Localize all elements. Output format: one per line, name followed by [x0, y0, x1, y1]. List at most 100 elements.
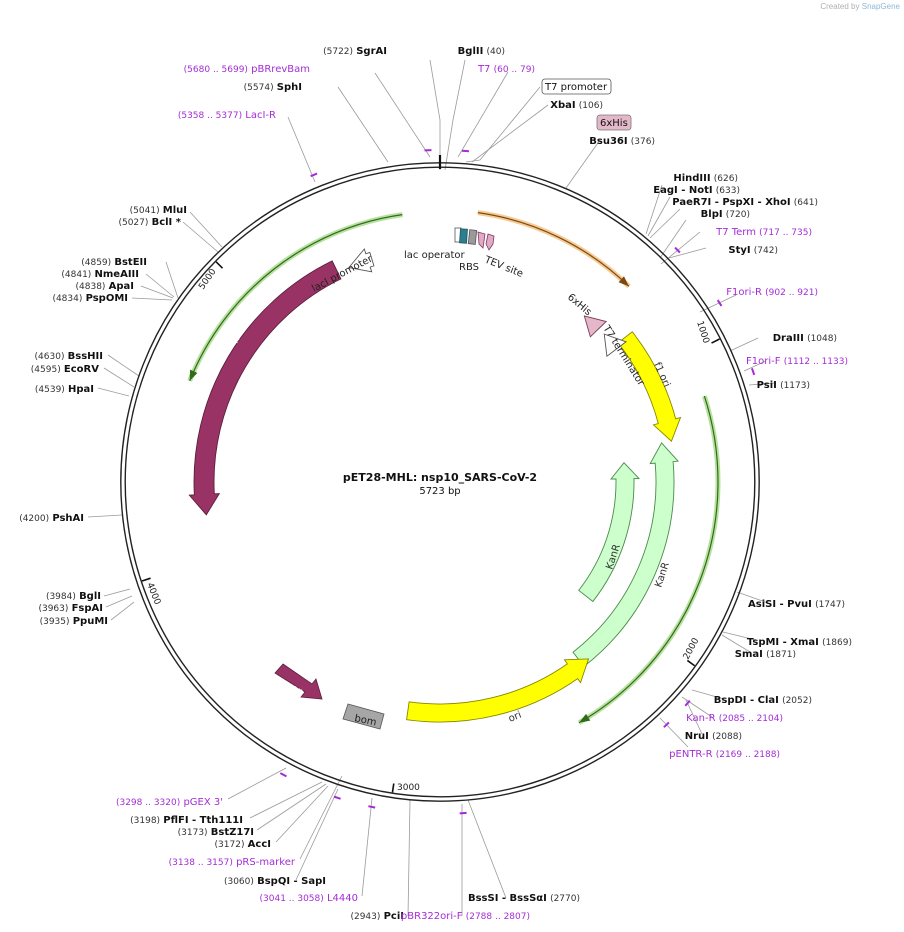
tick-3000 — [391, 783, 395, 793]
lac-operator-label: lac operator — [404, 250, 465, 261]
his-tag-arrow — [583, 315, 608, 338]
laci-outline-arrow-head — [189, 369, 198, 381]
credit-prefix: Created by — [820, 2, 860, 11]
site-label-6: (5358 .. 5377) LacI-R — [178, 110, 276, 121]
site-label-43: (3060) BspQI - SapI — [224, 876, 326, 887]
kanr-inner-arrow — [578, 461, 640, 603]
ori-label: ori — [507, 710, 523, 725]
site-label-15: (5027) BclI * — [118, 217, 181, 228]
site-label-29: TspMI - XmaI (1869) — [747, 637, 852, 648]
snapgene-logo: SnapGene — [861, 2, 900, 11]
laci-arrow — [188, 260, 342, 516]
site-label-14: (5041) MluI — [130, 205, 187, 216]
primer-mark-10 — [368, 805, 376, 809]
site-label-21: DraIII (1048) — [773, 333, 837, 344]
site-label-39: (3198) PflFI - Tth111I — [130, 815, 243, 826]
site-label-44: (3041 .. 3058) L4440 — [260, 893, 359, 904]
rbs-label: RBS — [459, 262, 479, 273]
site-label-23: PsiI (1173) — [757, 380, 810, 391]
his-tag-label: 6xHis — [600, 118, 628, 129]
primer-mark-1 — [461, 149, 470, 153]
tev-block — [485, 233, 495, 251]
tick-label-1000: 1000 — [694, 320, 711, 345]
site-label-19: (4834) PspOMI — [52, 293, 128, 304]
orange-outline-line — [477, 212, 630, 287]
primer-mark-6 — [684, 699, 691, 707]
site-label-22: F1ori-F (1112 .. 1133) — [746, 356, 848, 367]
his-feature-label: 6xHis — [565, 292, 593, 318]
site-label-36: NruI (2088) — [685, 731, 742, 742]
laci-outline-arrow — [187, 212, 403, 382]
site-label-37: pENTR-R (2169 .. 2188) — [669, 749, 780, 760]
site-label-0: (5722) SgrAI — [323, 46, 387, 57]
kanr-outline-arrow-line — [578, 395, 719, 724]
site-label-30: SmaI (1871) — [735, 649, 796, 660]
t7-promoter-label: T7 promoter — [544, 82, 608, 93]
site-label-4: (5574) SphI — [244, 82, 302, 93]
f1-ori-arrow — [617, 331, 682, 442]
site-label-31: (3984) BglI — [46, 591, 101, 602]
site-label-2: (5680 .. 5699) pBRrevBam — [184, 64, 310, 75]
primer-mark-7 — [663, 721, 670, 728]
lac-operator-block — [459, 228, 468, 244]
site-label-32: (3963) FspAI — [38, 603, 103, 614]
site-label-25: (4595) EcoRV — [31, 364, 99, 375]
tick-label-4000: 4000 — [144, 581, 162, 606]
ori-arrow — [406, 658, 590, 723]
primer-mark-4 — [716, 299, 723, 307]
primer-mark-9 — [333, 795, 341, 800]
bom-label: bom — [353, 713, 377, 728]
site-label-35: Kan-R (2085 .. 2104) — [686, 713, 783, 724]
site-labels: (5722) SgrAI BglII (40) (5680 .. 5699) pBR… — [19, 46, 852, 922]
site-label-41: (3172) AccI — [215, 839, 271, 850]
site-label-3: T7 (60 .. 79) — [477, 64, 535, 75]
rbs-block — [467, 229, 478, 245]
tick-4000 — [141, 577, 151, 582]
site-label-16: (4859) BstEII — [81, 257, 147, 268]
his-block — [477, 231, 486, 249]
site-label-5: XbaI (106) — [550, 100, 603, 111]
site-label-42: (3138 .. 3157) pRS-marker — [169, 857, 296, 868]
tick-label-3000: 3000 — [397, 783, 420, 793]
site-label-34: BspDI - ClaI (2052) — [714, 695, 812, 706]
site-label-47: pBR322ori-F (2788 .. 2807) — [401, 911, 530, 922]
site-label-9: EagI - NotI (633) — [653, 185, 740, 196]
tev-site-label: TEV site — [482, 254, 525, 280]
plasmid-graphics — [120, 149, 760, 815]
tick-5000 — [215, 261, 224, 269]
t7-terminator-arrow — [603, 333, 628, 358]
primer-mark-2 — [310, 172, 318, 178]
kanr-outline-arrow — [577, 395, 721, 725]
site-label-26: (4539) HpaI — [35, 384, 94, 395]
site-label-18: (4838) ApaI — [76, 281, 135, 292]
site-label-17: (4841) NmeAIII — [61, 269, 139, 280]
site-label-7: Bsu36I (376) — [589, 136, 655, 147]
site-label-11: BlpI (720) — [701, 209, 750, 220]
tick-2000 — [686, 659, 696, 667]
site-label-13: StyI (742) — [728, 245, 778, 256]
site-label-38: (3298 .. 3320) pGEX 3' — [116, 797, 223, 808]
primer-mark-8 — [279, 772, 287, 778]
laci-outline-arrow-line — [189, 214, 403, 382]
site-label-12: T7 Term (717 .. 735) — [715, 227, 812, 238]
site-label-10: PaeR7I - PspXI - XhoI (641) — [672, 197, 818, 208]
his-tag-box: 6xHis — [596, 114, 632, 131]
tick-1000 — [711, 338, 720, 344]
orange-outline-head — [618, 276, 629, 287]
bom-box — [342, 703, 385, 730]
plasmid-size: 5723 bp — [419, 486, 460, 497]
site-label-45: (2943) PciI — [350, 911, 404, 922]
site-label-27: (4200) PshAI — [19, 513, 84, 524]
primer-mark-3 — [674, 246, 681, 254]
site-label-28: AsiSI - PvuI (1747) — [748, 599, 845, 610]
site-label-1: BglII (40) — [458, 46, 505, 57]
site-label-46: BssSI - BssSαI (2770) — [468, 893, 580, 904]
primer-mark-5 — [750, 367, 756, 376]
rop-arrow — [274, 663, 323, 700]
laci-promoter-arrow — [348, 248, 375, 273]
tick-label-2000: 2000 — [682, 636, 702, 661]
site-label-33: (3935) PpuMI — [40, 616, 108, 627]
orange-outline-arrow — [477, 210, 631, 289]
snapgene-credit: Created by SnapGene — [820, 2, 900, 11]
